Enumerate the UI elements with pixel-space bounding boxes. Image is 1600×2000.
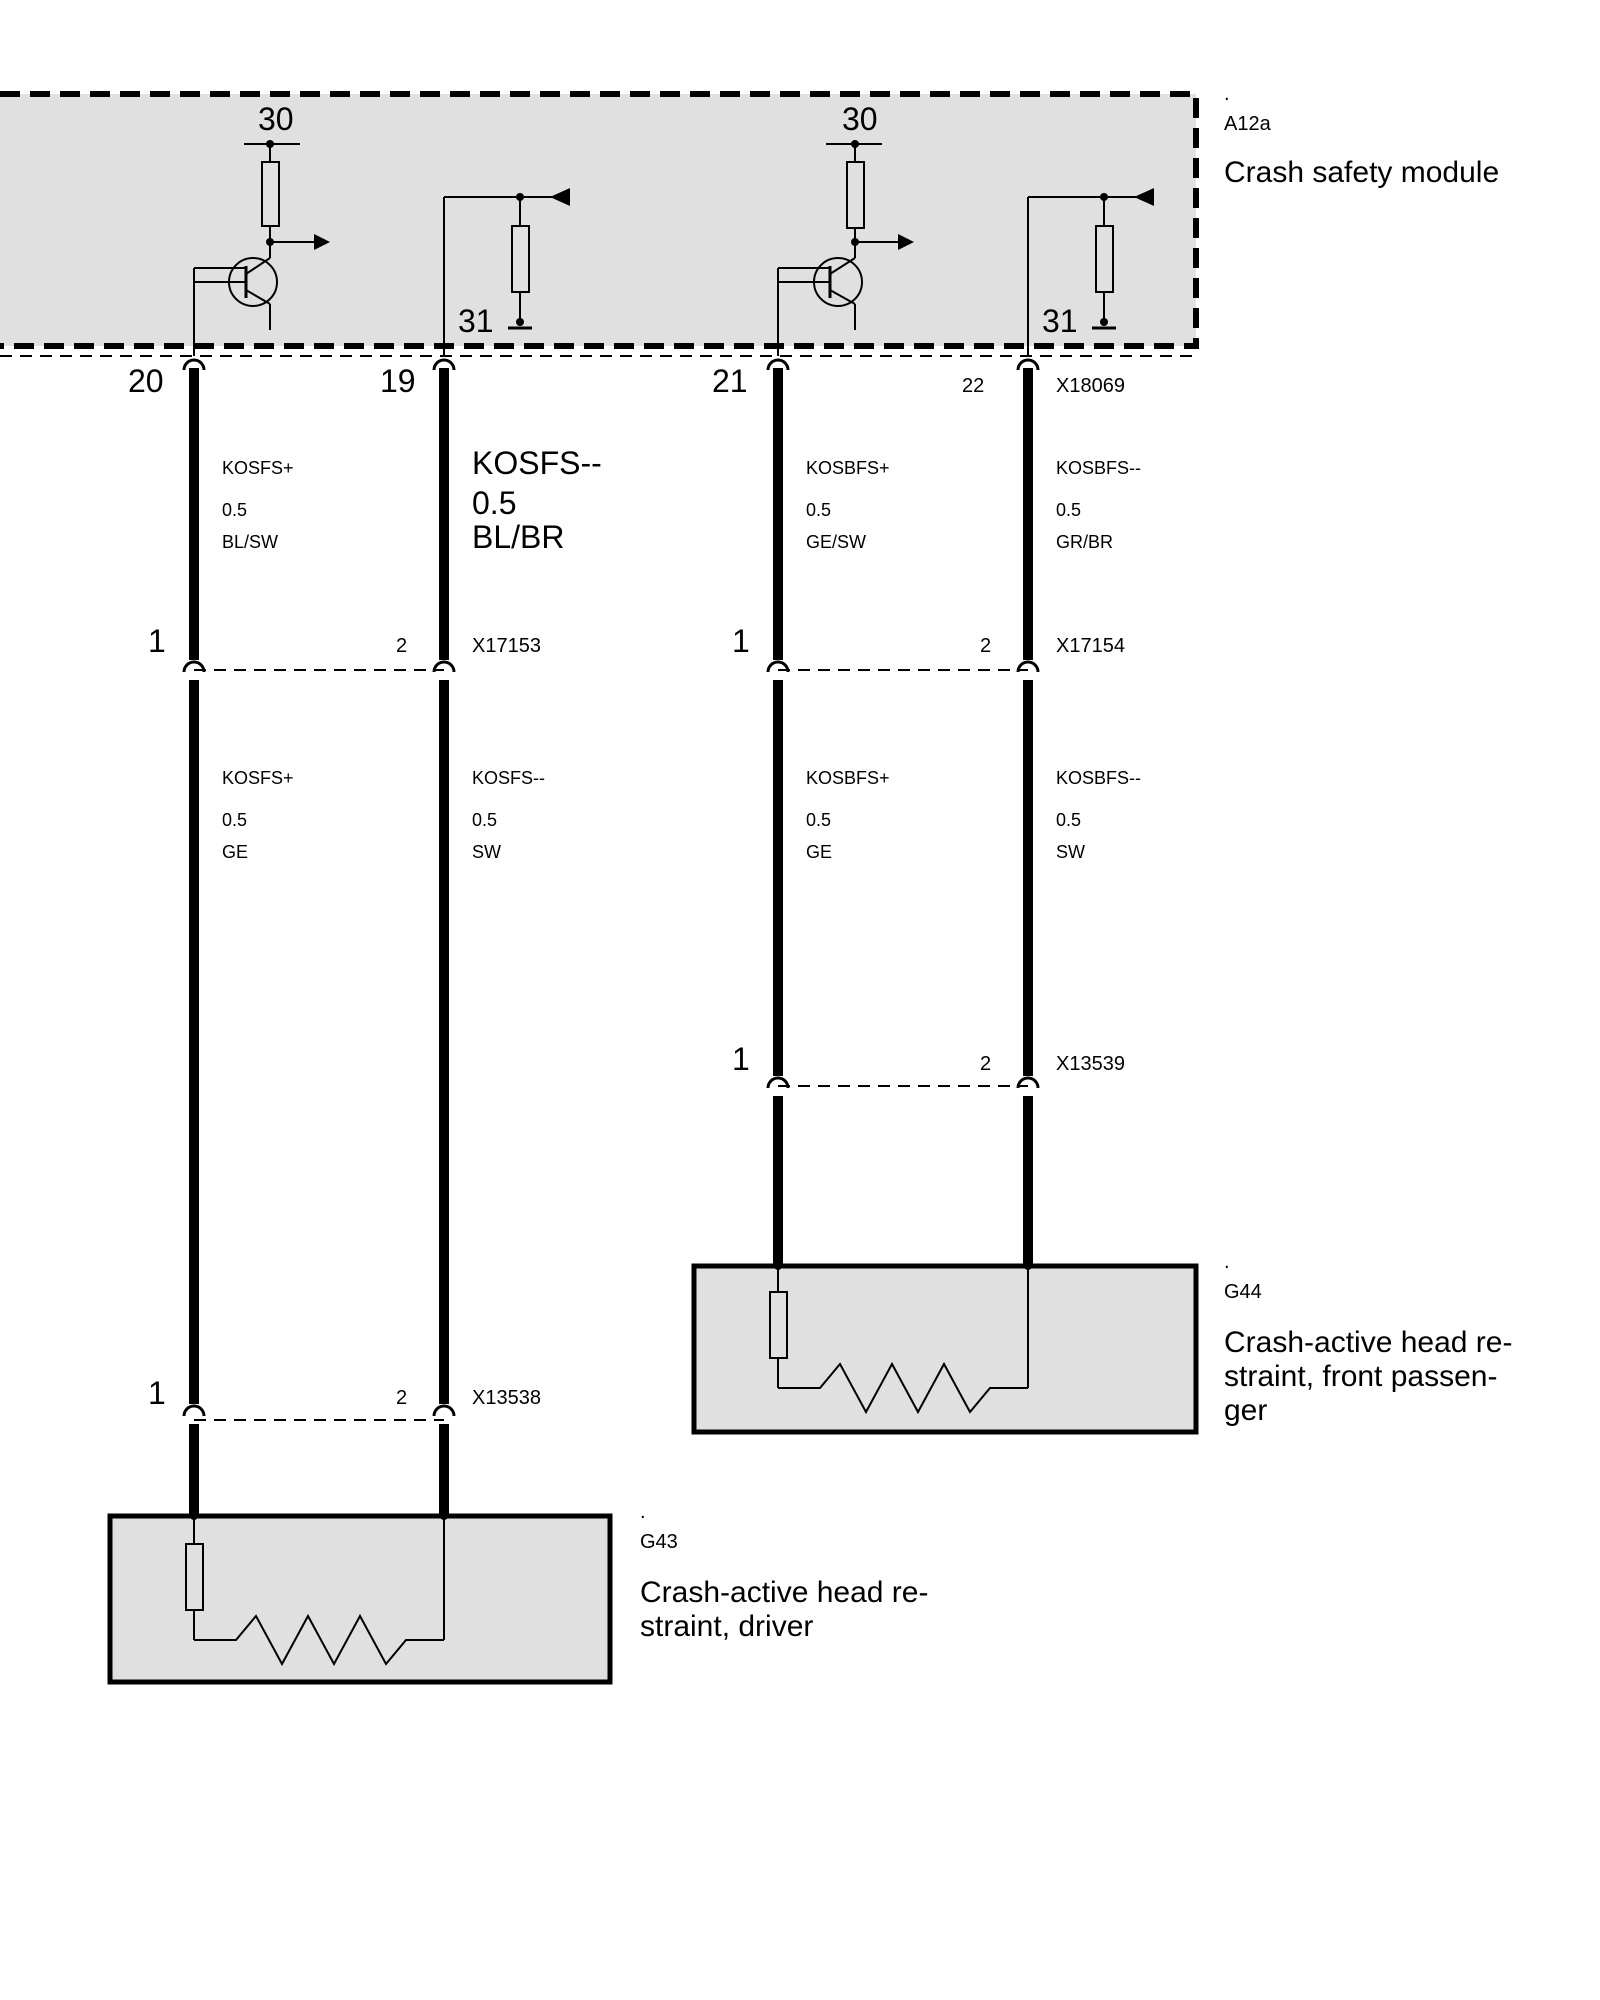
g43-id: G43 <box>640 1531 678 1553</box>
pin-21-label: 21 <box>712 363 748 399</box>
wire1-lower-size: 0.5 <box>222 810 247 830</box>
wire2-lower-size: 0.5 <box>472 810 497 830</box>
wire3-signal: KOSBFS+ <box>806 458 890 478</box>
module-id: A12a <box>1224 113 1272 135</box>
g43-name-line1: Crash-active head re- <box>640 1576 928 1609</box>
heating-element-icon <box>778 1361 1028 1415</box>
wire4-size: 0.5 <box>1056 500 1081 520</box>
wire3-size: 0.5 <box>806 500 831 520</box>
wire2-signal: KOSFS-- <box>472 445 602 481</box>
g44-name-line2: straint, front passen- <box>1224 1360 1497 1393</box>
wire2-size: 0.5 <box>472 485 516 521</box>
connector-labels-row2: 1 2 X13539 1 2 X13538 <box>148 1041 1125 1411</box>
x17153-pin2: 2 <box>396 635 407 657</box>
crash-safety-module: 30 30 31 31 . A12a Crash safety module <box>0 83 1499 357</box>
x17154-pin2: 2 <box>980 635 991 657</box>
g44-dot: . <box>1224 1251 1230 1273</box>
arrow-icon <box>898 234 914 250</box>
g44-id: G44 <box>1224 1281 1262 1303</box>
wire1-lower-color: GE <box>222 842 248 862</box>
x17153-pin1: 1 <box>148 623 166 659</box>
wire1-size: 0.5 <box>222 500 247 520</box>
connector-x18069-label: X18069 <box>1056 375 1125 397</box>
wire3-lower-color: GE <box>806 842 832 862</box>
wire4-color: GR/BR <box>1056 532 1113 552</box>
g43-name-line2: straint, driver <box>640 1610 813 1643</box>
wire2-lower-signal: KOSFS-- <box>472 768 545 788</box>
arrow-icon <box>1134 188 1154 206</box>
x13538-id: X13538 <box>472 1387 541 1409</box>
g44-name-line3: ger <box>1224 1394 1267 1427</box>
wire4-lower-signal: KOSBFS-- <box>1056 768 1141 788</box>
x13538-pin2: 2 <box>396 1387 407 1409</box>
x13539-id: X13539 <box>1056 1053 1125 1075</box>
driver-output-transistor-right <box>777 140 914 356</box>
module-name: Crash safety module <box>1224 156 1499 189</box>
pin-31-label-right: 31 <box>1042 303 1078 339</box>
wire3-color: GE/SW <box>806 532 866 552</box>
pin-30-label-right: 30 <box>842 101 878 137</box>
arrow-icon <box>550 188 570 206</box>
lower-wire-labels: KOSFS+ 0.5 GE KOSFS-- 0.5 SW KOSBFS+ 0.5… <box>222 768 1141 862</box>
x13538-pin1: 1 <box>148 1375 166 1411</box>
module-pins: 20 19 21 22 X18069 <box>128 363 1125 399</box>
g44-name-line1: Crash-active head re- <box>1224 1326 1512 1359</box>
x13539-pin1: 1 <box>732 1041 750 1077</box>
component-g44: . G44 Crash-active head re- straint, fro… <box>691 1251 1512 1435</box>
wire1-signal: KOSFS+ <box>222 458 294 478</box>
x17153-id: X17153 <box>472 635 541 657</box>
connector-labels-row1: 1 2 X17153 1 2 X17154 <box>148 623 1125 659</box>
wire3-lower-signal: KOSBFS+ <box>806 768 890 788</box>
wire4-signal: KOSBFS-- <box>1056 458 1141 478</box>
component-g43: . G43 Crash-active head re- straint, dri… <box>107 1501 928 1685</box>
wire4-lower-size: 0.5 <box>1056 810 1081 830</box>
x17154-pin1: 1 <box>732 623 750 659</box>
sense-circuit-left <box>443 188 570 356</box>
pin-contacts <box>182 358 1040 1417</box>
wire2-lower-color: SW <box>472 842 501 862</box>
module-dashed-border <box>0 91 1199 349</box>
upper-wire-labels: KOSFS+ 0.5 BL/SW KOSFS-- 0.5 BL/BR KOSBF… <box>222 445 1141 555</box>
wires <box>189 368 1033 1516</box>
pin-20-label: 20 <box>128 363 164 399</box>
pin-31-label-left: 31 <box>458 303 494 339</box>
wire2-color: BL/BR <box>472 519 564 555</box>
wire3-lower-size: 0.5 <box>806 810 831 830</box>
pin-22-label: 22 <box>962 375 984 397</box>
pin-19-label: 19 <box>380 363 416 399</box>
module-background <box>0 94 1196 346</box>
pin-30-label-left: 30 <box>258 101 294 137</box>
connector-dashes <box>194 669 1028 1421</box>
g44-box <box>691 1263 1199 1435</box>
wire4-lower-color: SW <box>1056 842 1085 862</box>
g43-dot: . <box>640 1501 646 1523</box>
driver-output-transistor-left <box>193 140 330 356</box>
module-dot: . <box>1224 83 1230 105</box>
wire1-lower-signal: KOSFS+ <box>222 768 294 788</box>
sense-circuit-right <box>1027 188 1154 356</box>
heating-element-icon <box>194 1613 444 1667</box>
x17154-id: X17154 <box>1056 635 1125 657</box>
x13539-pin2: 2 <box>980 1053 991 1075</box>
arrow-icon <box>314 234 330 250</box>
wire1-color: BL/SW <box>222 532 278 552</box>
